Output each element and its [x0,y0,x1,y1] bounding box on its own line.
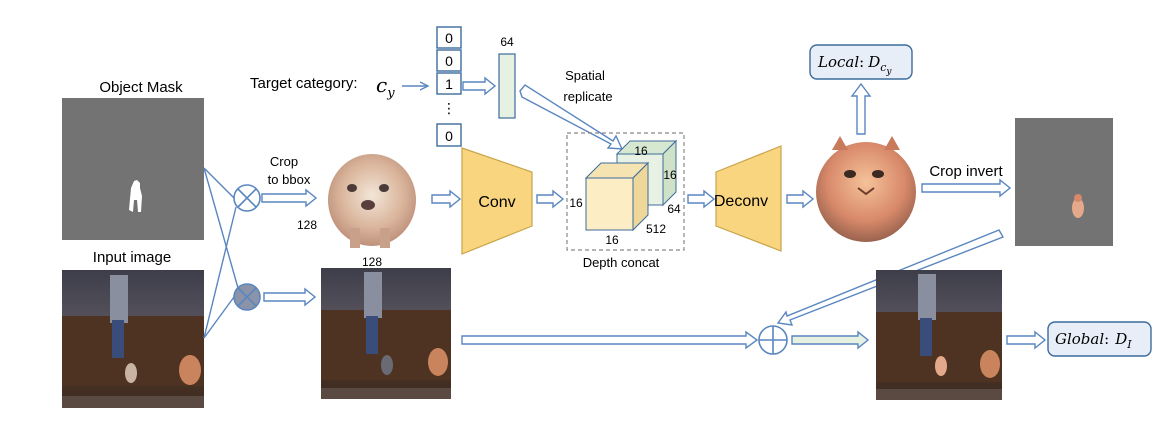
local-discriminator-label: Local:Dcy [817,53,892,77]
onehot-ellipsis: ⋮ [442,100,456,116]
spatial-label-line2: replicate [563,89,612,104]
target-category-label: Target category: [250,75,358,92]
spatial-label-line1: Spatial [565,68,605,83]
onehot-cell-0: 0 [445,30,453,46]
generated-cat-image [815,136,919,242]
crop-size-horizontal: 128 [362,255,382,269]
object-mask-image [62,98,204,240]
add-node [758,325,788,355]
back-cube-right-dim: 16 [663,168,677,182]
conv-label: Conv [478,194,515,211]
mask-to-multiply-connectors [203,167,239,339]
input-image-photo [62,270,204,408]
onehot-cell-last: 0 [445,128,453,144]
target-symbol: cy [376,73,395,101]
object-mask-label: Object Mask [99,79,183,96]
multiply-node-crop [233,184,261,212]
embedding-vector [498,53,516,119]
onehot-cell-2: 1 [445,76,453,92]
arrow-crop-to-dog [261,188,318,208]
crop-size-vertical: 128 [297,218,317,232]
arrow-concat-to-deconv [687,189,716,209]
local-discriminator-box: Local:Dcy [809,44,913,80]
global-discriminator-box: Global:DI [1047,321,1152,357]
multiply-node-background [233,283,261,311]
conv-block: Conv [461,147,533,255]
onehot-cell-1: 0 [445,53,453,69]
deconv-label: Deconv [714,193,768,210]
arrow-scene-to-add [461,330,759,350]
front-cube [584,161,650,232]
depth-concat-box [566,132,685,251]
front-cube-bottom-dim: 16 [605,233,619,247]
crop-label-line2: to bbox [268,172,311,187]
arrow-onehot-to-embedding [462,76,497,96]
deconv-block: Deconv [714,145,782,252]
arrow-composite-to-global [1006,330,1047,350]
arrow-cat-to-local [850,82,872,135]
masked-scene-image [321,268,451,399]
cropped-dog-image [323,150,426,250]
arrow-dog-to-conv [431,189,462,209]
back-cube-top-dim: 16 [634,144,648,158]
arrow-crop-invert [921,178,1012,198]
arrow-bg-to-scene [263,287,317,307]
composite-image [876,270,1002,400]
back-cube-depth-dim: 64 [667,202,681,216]
arrow-deconv-to-cat [786,189,815,209]
arrow-conv-to-concat [536,189,565,209]
crop-invert-label: Crop invert [929,163,1003,180]
front-cube-depth-dim: 512 [646,222,666,236]
one-hot-vector: 0 0 1 ⋮ 0 [436,26,462,147]
arrow-add-to-composite [791,330,870,350]
front-cube-left-dim: 16 [569,196,583,210]
crop-label-line1: Crop [270,154,298,169]
embedding-dim-label: 64 [500,35,514,49]
depth-concat-label: Depth concat [583,255,660,270]
input-image-label: Input image [93,249,171,266]
global-discriminator-label: Global:DI [1055,330,1132,351]
inverse-cropped-image [1015,118,1113,246]
